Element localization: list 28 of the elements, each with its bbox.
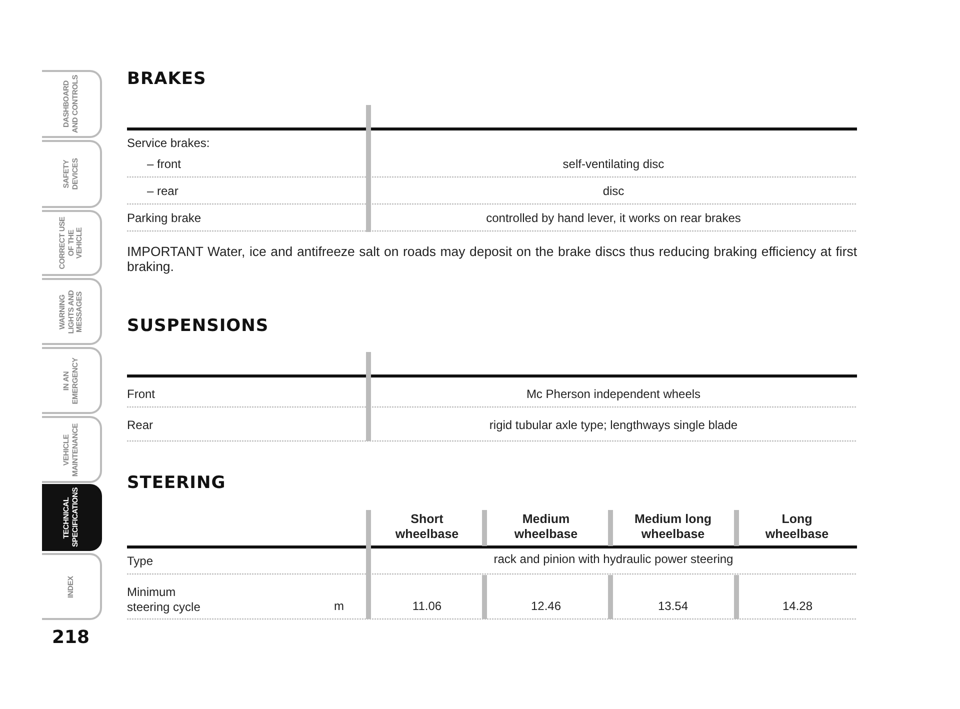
row-label: Front [127,387,156,402]
section-heading: BRAKES [127,72,206,87]
table-value: 11.06 [411,599,443,614]
row-label: Rear [127,418,154,433]
row-label: Parking brake [127,211,202,226]
row-label: – front [147,157,182,172]
table-value: 14.28 [781,599,814,614]
row-label: Service brakes: [127,136,210,151]
column-header: Medium wheelbase [513,512,579,542]
table-value: 12.46 [530,599,562,614]
column-header: Long wheelbase [764,512,830,542]
unit-label: m [334,599,344,614]
table-value: 13.54 [656,599,690,614]
table-value: disc [602,184,626,199]
note-text: IMPORTANT Water, ice and antifreeze salt on roads may deposit on the brake discs thus reducing braking efficiency at first braking. [127,244,857,274]
table-value: controlled by hand lever, it works on rear brakes [485,211,742,226]
column-header: Medium long wheelbase [633,512,713,542]
row-label: Type [127,554,154,569]
row-label: – rear [147,184,178,199]
column-header: Short wheelbase [394,512,460,542]
table-value: self-ventilating disc [562,157,666,172]
table-value: Mc Pherson independent wheels [525,387,702,402]
section-heading: SUSPENSIONS [127,319,269,334]
table-value: rigid tubular axle type; lengthways single blade [488,418,739,433]
row-label: Minimum steering cycle [127,585,202,615]
section-heading: STEERING [127,476,226,491]
table-value: rack and pinion with hydraulic power steering [492,552,734,567]
page-number: 218 [52,627,90,649]
